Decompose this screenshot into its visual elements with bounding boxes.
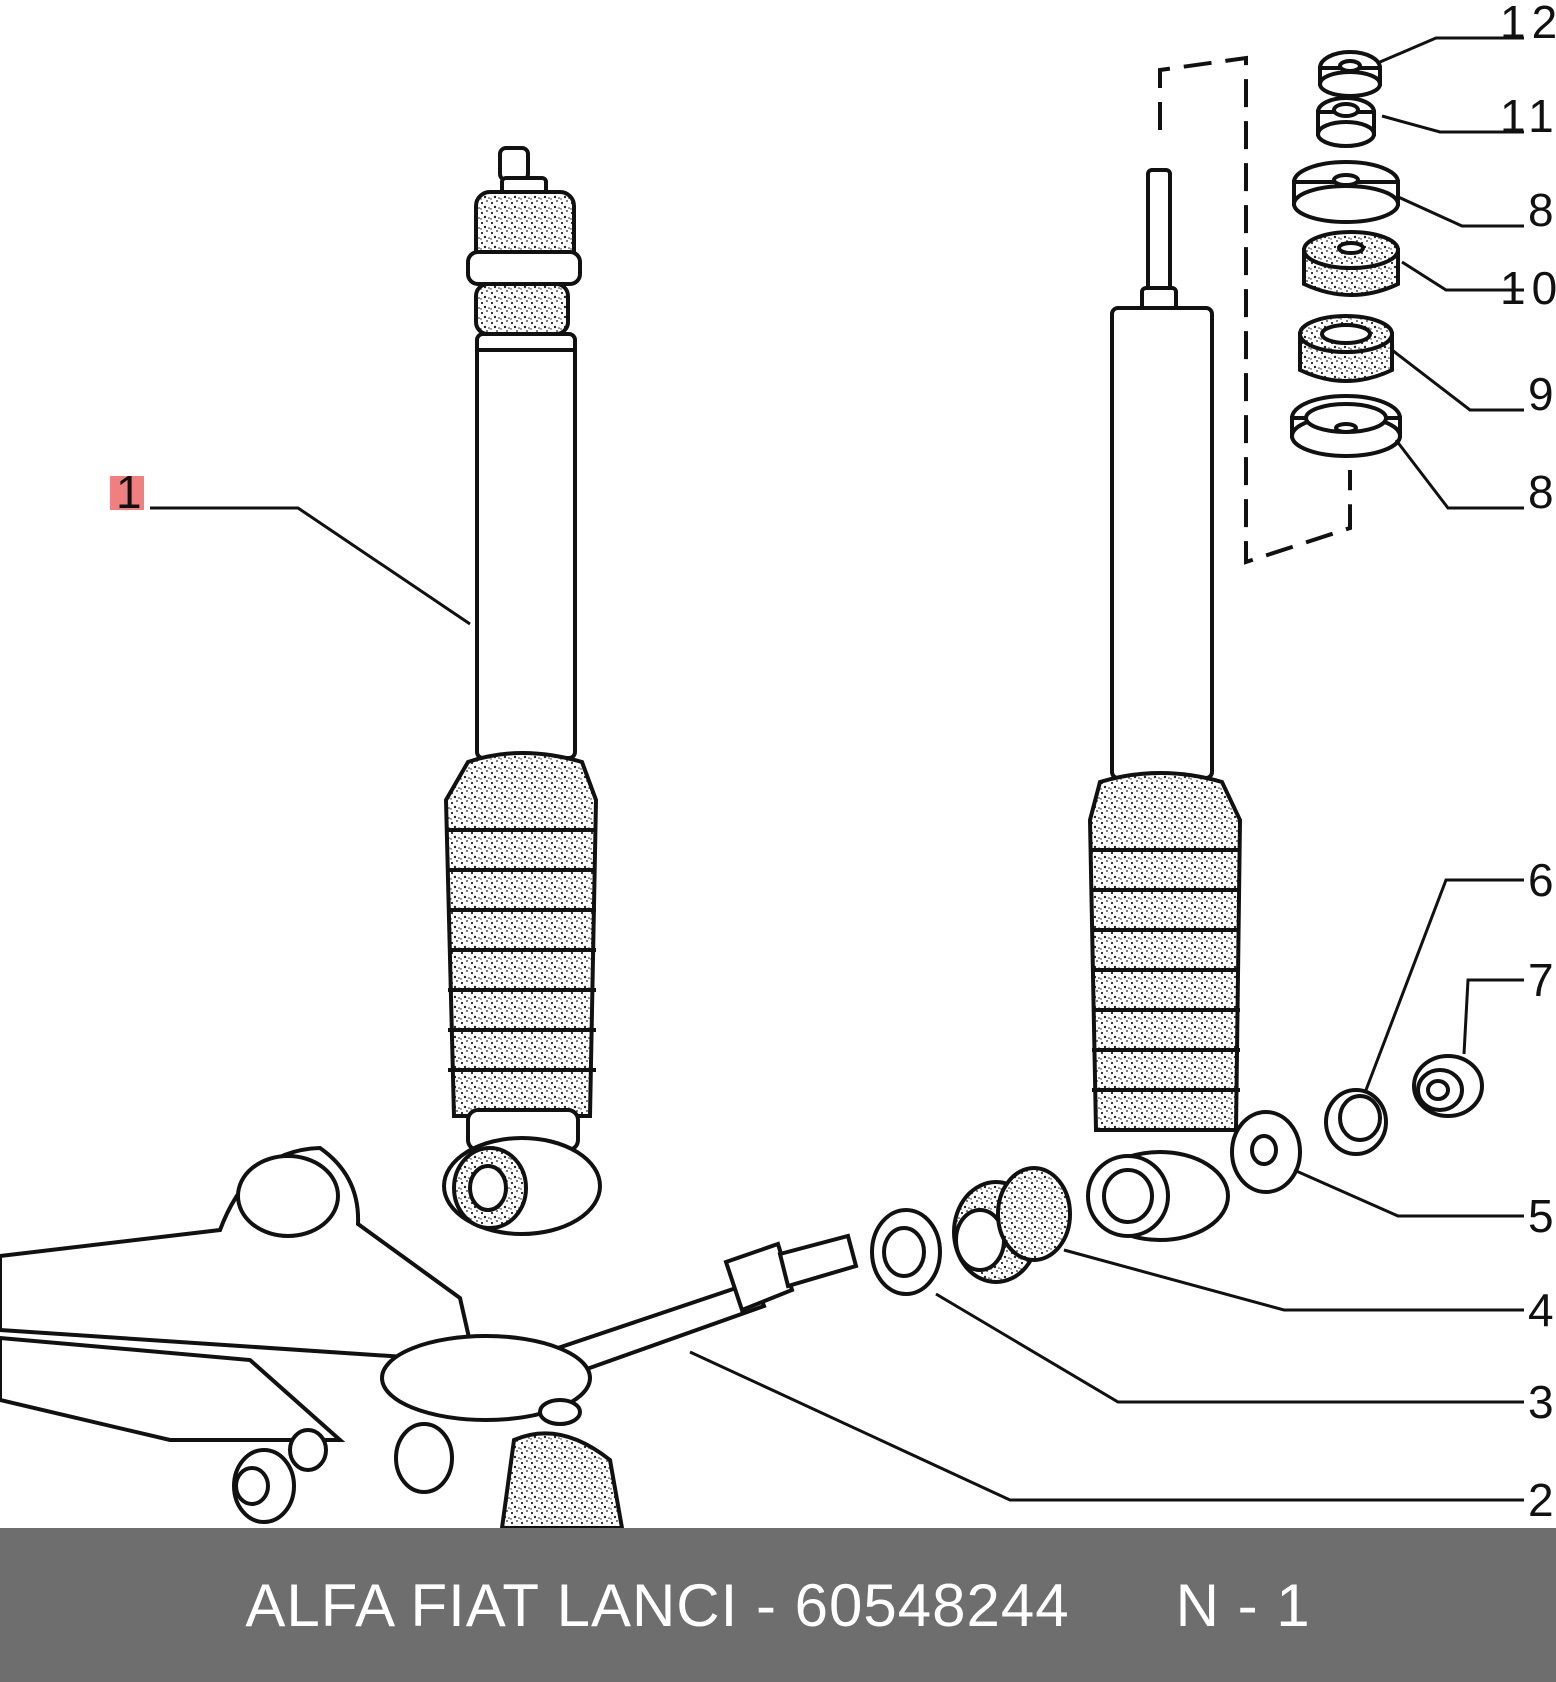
leader-line-12 (1379, 36, 1524, 64)
callout-11[interactable]: 11 (1500, 90, 1556, 142)
leader-line-7 (1462, 978, 1524, 1055)
footer-caption-gap (1070, 1571, 1176, 1640)
callout-3[interactable]: 3 (1528, 1376, 1556, 1428)
lower-mounting-parts (526, 1054, 1484, 1383)
callout-10[interactable]: 10 (1500, 262, 1556, 314)
callout-1[interactable]: 1 (116, 466, 148, 518)
callout-6[interactable]: 6 (1528, 854, 1556, 906)
suspension-arm (0, 1145, 625, 1528)
callout-1-highlight (110, 476, 144, 510)
leader-line-4 (1063, 1248, 1524, 1312)
dashed-assembly-frame (1158, 55, 1352, 565)
leader-line-5 (1293, 1168, 1524, 1218)
leader-line-2 (689, 1350, 1524, 1502)
left-shock-absorber (442, 146, 602, 1236)
footer-bar: ALFA FIAT LANCI - 60548244 N - 1 (0, 1528, 1556, 1682)
footer-caption-part-number: ALFA FIAT LANCI - 60548244 (245, 1571, 1070, 1639)
leader-line-8-bottom (1394, 439, 1524, 510)
callout-5[interactable]: 5 (1528, 1190, 1556, 1242)
leader-lines (150, 36, 1524, 1502)
leader-line-8-top (1395, 194, 1524, 228)
leader-line-9 (1391, 348, 1524, 412)
callout-2[interactable]: 2 (1528, 1474, 1556, 1526)
right-shock-absorber (1086, 168, 1243, 1242)
footer-caption-page: N - 1 (1175, 1571, 1311, 1639)
leader-line-10 (1401, 260, 1524, 292)
leader-line-1 (150, 506, 471, 626)
leader-line-6 (1364, 878, 1524, 1091)
leader-line-11 (1381, 114, 1524, 134)
callout-9[interactable]: 9 (1528, 368, 1556, 420)
callout-8-top[interactable]: 8 (1528, 184, 1556, 236)
callout-7[interactable]: 7 (1528, 954, 1556, 1006)
leader-line-3 (935, 1292, 1524, 1404)
exploded-parts-diagram: 1 2 3 4 5 6 7 8 8 9 10 11 12 (0, 0, 1556, 1528)
callout-12[interactable]: 12 (1500, 0, 1556, 48)
callout-numbers: 1 2 3 4 5 6 7 8 8 9 10 11 12 (116, 0, 1556, 1526)
callout-4[interactable]: 4 (1528, 1284, 1556, 1336)
callout-8-bottom[interactable]: 8 (1528, 466, 1556, 518)
top-hardware-stack (1290, 50, 1402, 458)
